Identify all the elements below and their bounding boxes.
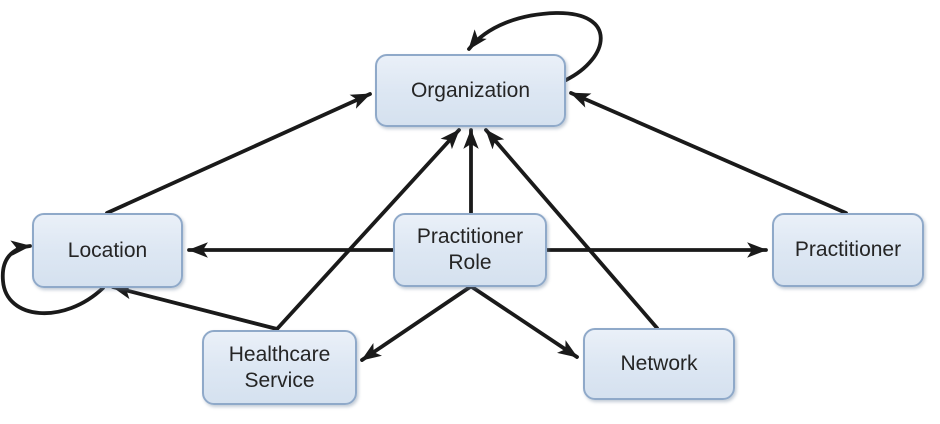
node-label: Practitioner <box>794 238 902 262</box>
node-network: Network <box>583 328 735 400</box>
node-location: Location <box>32 213 183 288</box>
node-label: Network <box>620 352 698 376</box>
node-label: Healthcare Service <box>228 342 331 392</box>
node-label: Organization <box>410 78 531 102</box>
node-label: Practitioner Role <box>416 225 524 274</box>
edge-network-to-organization <box>484 128 659 330</box>
node-practitioner-role: Practitioner Role <box>393 213 547 287</box>
edge-healthcare-service-to-organization <box>275 128 461 331</box>
edge-practitioner-role-to-healthcare-service <box>360 285 472 362</box>
edge-practitioner-to-organization <box>569 91 848 215</box>
edge-location-to-organization <box>105 92 372 215</box>
node-healthcare-service: Healthcare Service <box>202 330 357 405</box>
edge-healthcare-service-to-location <box>111 284 279 331</box>
node-organization: Organization <box>375 54 566 127</box>
self-loop-location <box>0 240 105 316</box>
node-practitioner: Practitioner <box>772 213 924 287</box>
node-label: Location <box>67 238 148 262</box>
self-loop-organization <box>467 11 603 82</box>
edge-practitioner-role-to-network <box>470 285 579 359</box>
